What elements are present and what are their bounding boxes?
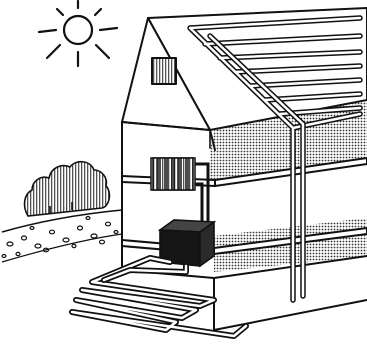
radiator-icon (151, 158, 208, 228)
soil-stones (2, 210, 122, 262)
bush-icon (25, 162, 110, 216)
sun-icon (39, 1, 117, 66)
